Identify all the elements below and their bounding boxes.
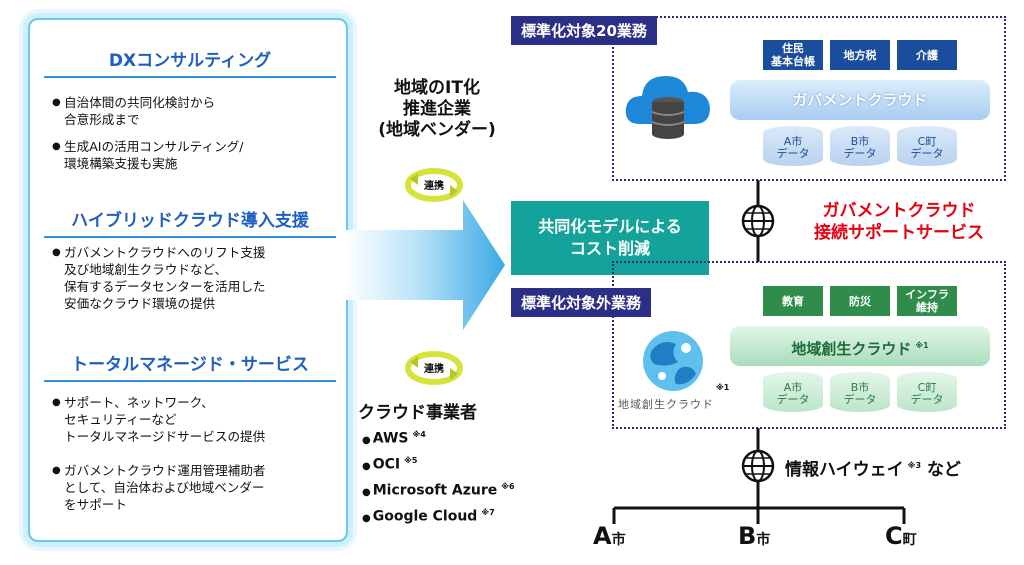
town-c-suffix: 町 [902, 532, 917, 548]
city-a-letter: A [593, 522, 612, 550]
renkei-label-bottom: 連携 [424, 364, 444, 375]
service-disaster: 防災 [830, 286, 890, 316]
db-a-city: A市 データ [763, 126, 823, 166]
provider-name: Microsoft Azure [372, 482, 498, 499]
db-b-city-regional: B市 データ [830, 372, 890, 412]
provider-note: ※7 [481, 508, 495, 517]
section-title-hybrid: ハイブリッドクラウド導入支援 [44, 206, 336, 238]
bullet-dx-2: 生成AIの活用コンサルティング/ 環境構築支援も実施 [52, 138, 342, 172]
service-care: 介護 [897, 40, 957, 70]
cost-reduction-box: 共同化モデルによる コスト削減 [511, 201, 709, 275]
section-title-dx: DXコンサルティング [44, 46, 336, 78]
network-tree-icon [612, 428, 906, 524]
city-a-suffix: 市 [611, 532, 626, 548]
provider-name: Google Cloud [372, 508, 478, 525]
bullet-managed-1: サポート、ネットワーク、 セキュリティーなど トータルマネージドサービスの提供 [52, 394, 342, 445]
provider-oci: OCI※5 [362, 456, 418, 473]
service-infra: インフラ 維持 [897, 286, 957, 316]
bullet-hybrid-1: ガバメントクラウドへのリフト支援 及び地域創生クラウドなど、 保有するデータセン… [52, 244, 342, 312]
db-a-city-regional: A市 データ [763, 372, 823, 412]
info-highway-label: 情報ハイウェイ [785, 460, 904, 480]
regional-cloud-logo-icon [643, 331, 703, 391]
town-c-letter: C [885, 522, 903, 550]
logo-note: ※1 [716, 383, 730, 392]
cycle-arrows-icon [405, 168, 463, 202]
city-b-letter: B [738, 522, 757, 550]
bullet-managed-2: ガバメントクラウド運用管理補助者 として、自治体および地域ベンダー をサポート [52, 462, 342, 513]
service-residents: 住民 基本台帳 [763, 40, 823, 70]
provider-aws: AWS※4 [362, 430, 426, 447]
globe-connector-icon [741, 180, 775, 262]
renkei-label-top: 連携 [424, 181, 444, 192]
regional-cloud-label: 地域創生クラウド [791, 340, 912, 358]
provider-name: AWS [372, 430, 409, 447]
connect-support-service: ガバメントクラウド 接続サポートサービス [814, 201, 984, 243]
db-b-city: B市 データ [830, 126, 890, 166]
non-standard-tasks-box [612, 261, 1006, 429]
regional-cloud-logo-text: 地域創生クラウド [618, 398, 714, 411]
service-education: 教育 [763, 286, 823, 316]
standard-tasks-box [612, 16, 1006, 181]
service-panel: DXコンサルティング 自治体間の共同化検討から 合意形成まで 生成AIの活用コン… [28, 18, 348, 542]
service-local-tax: 地方税 [830, 40, 890, 70]
flow-arrow-icon [345, 200, 505, 330]
provider-note: ※5 [404, 456, 418, 465]
provider-note: ※6 [501, 482, 515, 491]
info-highway: 情報ハイウェイ※3 など [785, 455, 961, 480]
city-a: A市 [593, 522, 626, 550]
provider-note: ※4 [412, 430, 426, 439]
cloud-providers-title: クラウド事業者 [358, 403, 477, 423]
provider-google: Google Cloud※7 [362, 508, 495, 525]
provider-name: OCI [372, 456, 401, 473]
regional-cloud-note: ※1 [915, 341, 929, 350]
db-c-town: C町 データ [897, 126, 957, 166]
town-c: C町 [885, 522, 917, 550]
city-b: B市 [738, 522, 770, 550]
cloud-database-icon [625, 76, 710, 139]
regional-cloud-platform: 地域創生クラウド※1 [730, 326, 990, 366]
info-highway-suffix: など [926, 460, 961, 480]
non-standard-tasks-label: 標準化対象外業務 [511, 288, 652, 317]
city-b-suffix: 市 [756, 532, 771, 548]
provider-azure: Microsoft Azure※6 [362, 482, 515, 499]
vendor-title: 地域のIT化 推進企業 (地域ベンダー) [378, 78, 496, 140]
db-c-town-regional: C町 データ [897, 372, 957, 412]
standard-tasks-label: 標準化対象20業務 [511, 16, 657, 45]
info-highway-note: ※3 [907, 461, 922, 471]
bullet-dx-1: 自治体間の共同化検討から 合意形成まで [52, 94, 342, 128]
gov-cloud-platform: ガバメントクラウド [730, 80, 990, 120]
section-title-managed: トータルマネージド・サービス [44, 350, 336, 382]
renkei-badge-bottom: 連携 [404, 348, 464, 388]
cycle-arrows-icon [405, 351, 463, 385]
renkei-badge-top: 連携 [404, 165, 464, 205]
